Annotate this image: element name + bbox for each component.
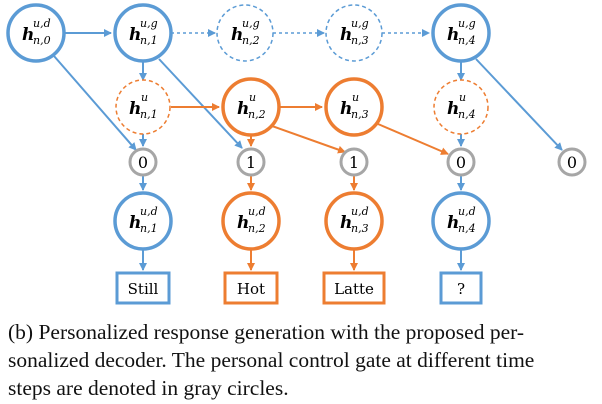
edge-mid3-gate4	[377, 123, 449, 155]
node-sub: n,4	[458, 222, 476, 235]
gate-value: 0	[138, 153, 148, 172]
node-sub: n,3	[351, 108, 369, 121]
node-sub: n,2	[242, 34, 260, 47]
node-sub: n,4	[458, 108, 476, 121]
node-top-2: h u,g n,2	[216, 4, 274, 62]
node-sup: u,d	[351, 205, 369, 218]
node-label: h	[340, 25, 352, 45]
node-sub: n,2	[248, 222, 266, 235]
node-sup: u	[141, 91, 148, 104]
node-label: h	[340, 213, 352, 233]
node-sup: u,d	[458, 205, 476, 218]
node-mid-2: h u n,2	[221, 77, 281, 137]
output-word-label: ?	[457, 280, 465, 298]
node-sup: u,d	[33, 17, 51, 30]
node-sup: u,d	[248, 205, 266, 218]
gate-value: 1	[349, 153, 359, 172]
node-label: h	[340, 99, 352, 119]
node-sup: u	[249, 91, 256, 104]
node-label: h	[129, 213, 141, 233]
edge-top4-gate5	[475, 58, 563, 151]
gate-value: 0	[456, 153, 466, 172]
node-label: h	[447, 213, 459, 233]
edge-top0-gate1	[53, 55, 137, 151]
node-label: h	[129, 25, 141, 45]
node-dec-3: h u,d n,3	[324, 191, 384, 251]
node-sub: n,1	[140, 34, 158, 47]
node-sup: u,d	[140, 205, 158, 218]
output-word-label: Still	[128, 280, 159, 298]
node-sub: n,1	[140, 108, 158, 121]
caption-line-3: steps are denoted in gray circles.	[8, 376, 289, 400]
node-sub: n,2	[248, 108, 266, 121]
output-word-label: Latte	[334, 280, 374, 298]
output-word-1: Still	[115, 271, 171, 305]
node-mid-4: h u n,4	[433, 79, 489, 135]
caption-line-2: sonalized decoder. The personal control …	[8, 348, 535, 372]
output-word-4: ?	[439, 271, 483, 305]
decoder-diagram: h u,d n,0 h u,g n,1 h u,g n,2 h u,g n,3 …	[6, 3, 587, 305]
node-sub: n,3	[351, 34, 369, 47]
node-top-4: h u,g n,4	[431, 3, 491, 63]
node-label: h	[237, 99, 249, 119]
output-word-3: Latte	[322, 271, 386, 305]
output-word-label: Hot	[237, 280, 265, 298]
node-sup: u,g	[242, 17, 260, 30]
figure-caption: (b) Personalized response generation wit…	[8, 318, 598, 402]
node-top-3: h u,g n,3	[325, 4, 383, 62]
edge-top1-gate2	[158, 58, 243, 149]
node-dec-4: h u,d n,4	[431, 191, 491, 251]
node-top-1: h u,g n,1	[113, 3, 173, 63]
node-sup: u,g	[140, 17, 158, 30]
caption-line-1: (b) Personalized response generation wit…	[8, 320, 524, 344]
node-mid-3: h u n,3	[324, 77, 384, 137]
output-word-2: Hot	[223, 271, 279, 305]
gate-5: 0	[557, 147, 587, 177]
node-label: h	[237, 213, 249, 233]
node-sup: u,g	[458, 17, 476, 30]
node-label: h	[22, 25, 34, 45]
node-sub: n,1	[140, 222, 158, 235]
gate-value: 0	[567, 153, 577, 172]
node-label: h	[129, 99, 141, 119]
node-label: h	[231, 25, 243, 45]
node-sub: n,4	[458, 34, 476, 47]
node-label: h	[447, 25, 459, 45]
gate-value: 1	[246, 153, 256, 172]
gate-3: 1	[339, 147, 369, 177]
node-dec-1: h u,d n,1	[113, 191, 173, 251]
node-label: h	[447, 99, 459, 119]
gate-4: 0	[446, 147, 476, 177]
gate-1: 0	[128, 147, 158, 177]
node-top-0: h u,d n,0	[6, 3, 66, 63]
node-sup: u,g	[351, 17, 369, 30]
gate-2: 1	[236, 147, 266, 177]
edge-mid2-gate3	[271, 125, 346, 154]
node-sup: u	[352, 91, 359, 104]
node-sub: n,0	[33, 34, 51, 47]
node-dec-2: h u,d n,2	[221, 191, 281, 251]
node-sup: u	[459, 91, 466, 104]
node-mid-1: h u n,1	[115, 79, 171, 135]
node-sub: n,3	[351, 222, 369, 235]
edges	[53, 29, 563, 271]
